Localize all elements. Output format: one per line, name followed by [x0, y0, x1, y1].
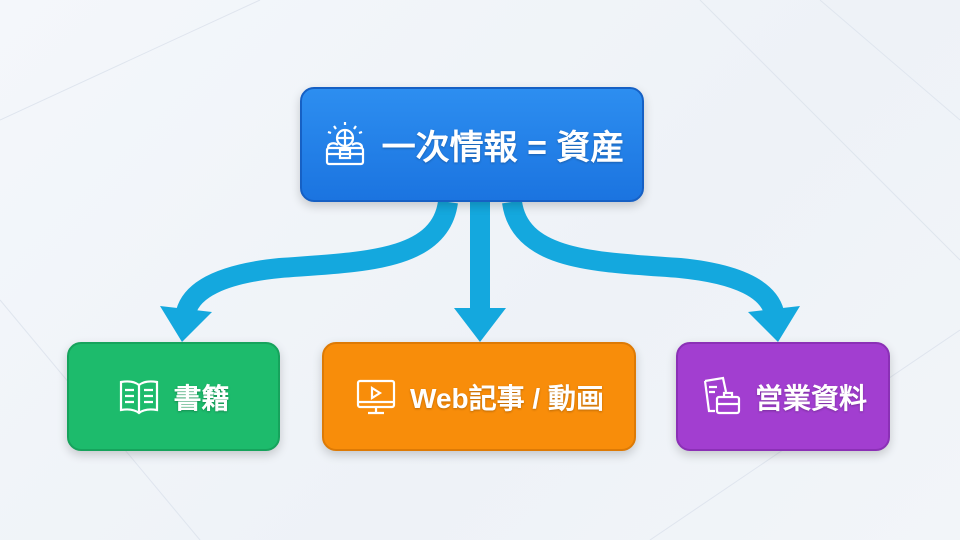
root-label: 一次情報 = 資産	[381, 129, 625, 167]
arrowhead-books	[160, 306, 212, 342]
treasure-chest-globe-icon	[325, 121, 364, 165]
web-video-label: Web記事 / 動画	[410, 382, 604, 414]
video-monitor-icon	[356, 379, 396, 414]
documents-briefcase-icon	[703, 376, 741, 414]
child-node-books: 書籍	[67, 342, 280, 451]
child-node-web-video: Web記事 / 動画	[322, 342, 636, 451]
books-label: 書籍	[173, 382, 230, 414]
child-node-sales-materials: 営業資料	[676, 342, 890, 451]
arrowhead-web	[454, 308, 506, 342]
sales-materials-label: 営業資料	[754, 382, 867, 414]
root-node: 一次情報 = 資産	[300, 87, 644, 202]
arrow-to-books	[176, 199, 458, 316]
arrowhead-sales	[748, 306, 800, 342]
arrow-to-sales	[502, 199, 784, 316]
open-book-icon	[120, 379, 159, 414]
